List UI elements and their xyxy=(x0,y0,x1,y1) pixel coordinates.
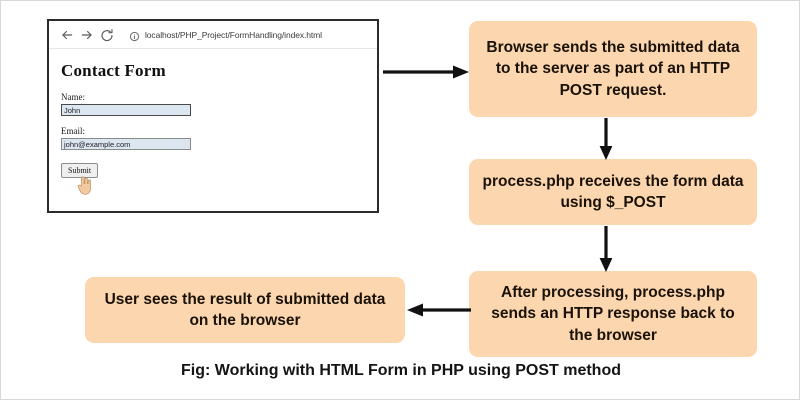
url-bar[interactable]: localhost/PHP_Project/FormHandling/index… xyxy=(123,26,371,43)
flow-box-after-processing: After processing, process.php sends an H… xyxy=(469,271,757,357)
flow-box-browser-sends: Browser sends the submitted data to the … xyxy=(469,21,757,117)
info-circle-icon[interactable] xyxy=(129,29,140,42)
submit-button[interactable]: Submit xyxy=(61,163,99,178)
flow-box-process-php: process.php receives the form data using… xyxy=(469,159,757,225)
reload-icon[interactable] xyxy=(97,25,117,45)
arrow-right-icon[interactable] xyxy=(77,25,97,45)
url-text: localhost/PHP_Project/FormHandling/index… xyxy=(145,29,322,40)
browser-viewport: Contact Form Name: Email: Submit xyxy=(49,49,377,195)
name-field-group: Name: xyxy=(61,92,365,116)
arrow-down-icon xyxy=(599,226,613,272)
pointing-hand-cursor-icon xyxy=(75,174,93,196)
arrow-left-icon xyxy=(407,303,471,317)
email-input[interactable] xyxy=(61,138,191,150)
email-field-label: Email: xyxy=(61,126,85,136)
email-field-group: Email: xyxy=(61,126,365,150)
name-field-label: Name: xyxy=(61,92,85,102)
arrow-left-icon[interactable] xyxy=(57,25,77,45)
arrow-right-icon xyxy=(383,65,469,79)
page-title: Contact Form xyxy=(61,61,166,80)
arrow-down-icon xyxy=(599,118,613,160)
submit-row: Submit xyxy=(61,160,365,195)
browser-window-mock: localhost/PHP_Project/FormHandling/index… xyxy=(47,19,379,213)
name-input[interactable] xyxy=(61,104,191,116)
browser-toolbar: localhost/PHP_Project/FormHandling/index… xyxy=(49,21,377,49)
figure-caption: Fig: Working with HTML Form in PHP using… xyxy=(181,362,621,379)
flow-box-user-sees: User sees the result of submitted data o… xyxy=(85,277,405,343)
